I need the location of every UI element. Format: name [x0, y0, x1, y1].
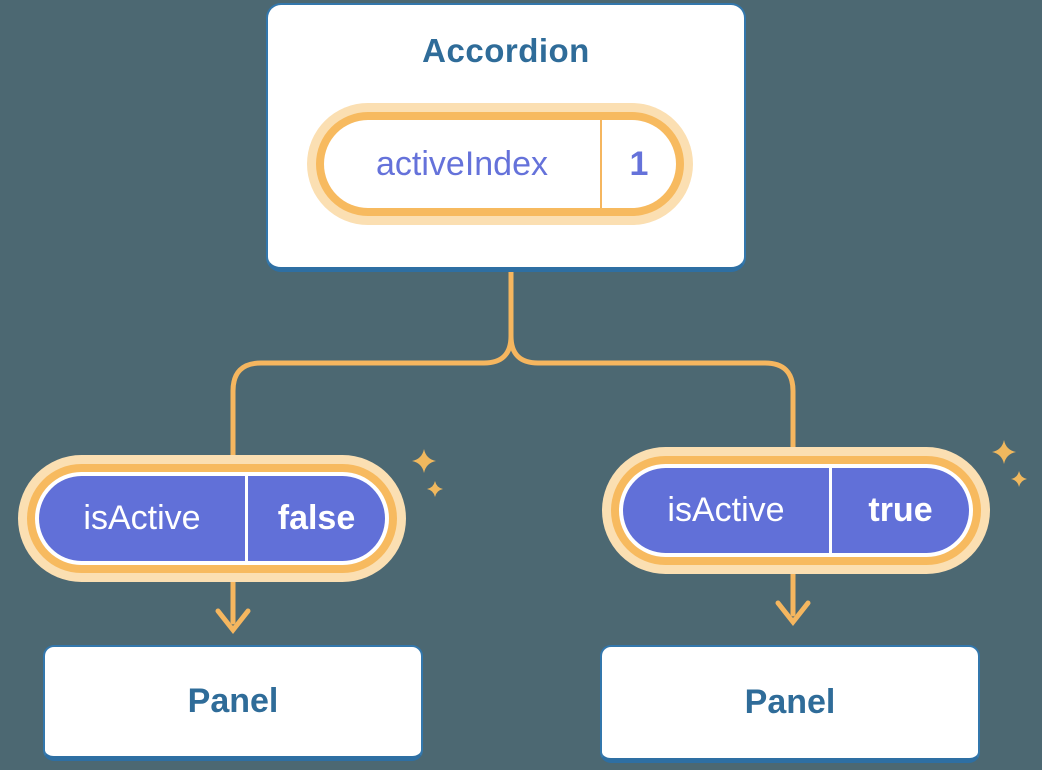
panel-component-box-left: Panel	[43, 645, 423, 761]
sparkle-icon	[992, 440, 1016, 464]
connector-right-branch	[508, 269, 796, 451]
connector-left-branch	[230, 269, 514, 459]
pill-divider	[829, 468, 832, 553]
accordion-title: Accordion	[422, 32, 590, 69]
panel-component-box-right: Panel	[600, 645, 980, 763]
state-pill-activeindex: activeIndex 1	[307, 103, 693, 225]
state-name-label: activeIndex	[376, 144, 548, 183]
panel-title: Panel	[187, 682, 279, 720]
prop-value-label: true	[868, 491, 933, 529]
arrow-down-icon	[775, 600, 811, 627]
prop-pill-isactive-false: isActive false	[18, 455, 406, 582]
sparkle-icon	[1011, 471, 1027, 487]
state-value-label: 1	[629, 144, 649, 183]
prop-pill-white-ring: isActive false	[35, 472, 389, 565]
prop-value-label: false	[277, 499, 356, 537]
arrow-down-icon	[215, 608, 251, 635]
prop-pill-ring: isActive false	[27, 464, 397, 573]
prop-name-label: isActive	[667, 491, 785, 529]
pill-divider	[245, 476, 248, 561]
prop-pill-white-ring: isActive true	[619, 464, 973, 557]
pill-divider	[600, 120, 602, 208]
state-pill-body: activeIndex 1	[324, 120, 676, 208]
sparkle-icon	[412, 449, 436, 473]
prop-pill-body: isActive true	[623, 468, 969, 553]
panel-title: Panel	[744, 683, 836, 721]
prop-pill-body: isActive false	[39, 476, 385, 561]
prop-pill-isactive-true: isActive true	[602, 447, 990, 574]
prop-name-label: isActive	[83, 499, 201, 537]
sparkle-icon	[427, 481, 443, 497]
state-pill-ring: activeIndex 1	[316, 112, 684, 216]
prop-pill-ring: isActive true	[611, 456, 981, 565]
